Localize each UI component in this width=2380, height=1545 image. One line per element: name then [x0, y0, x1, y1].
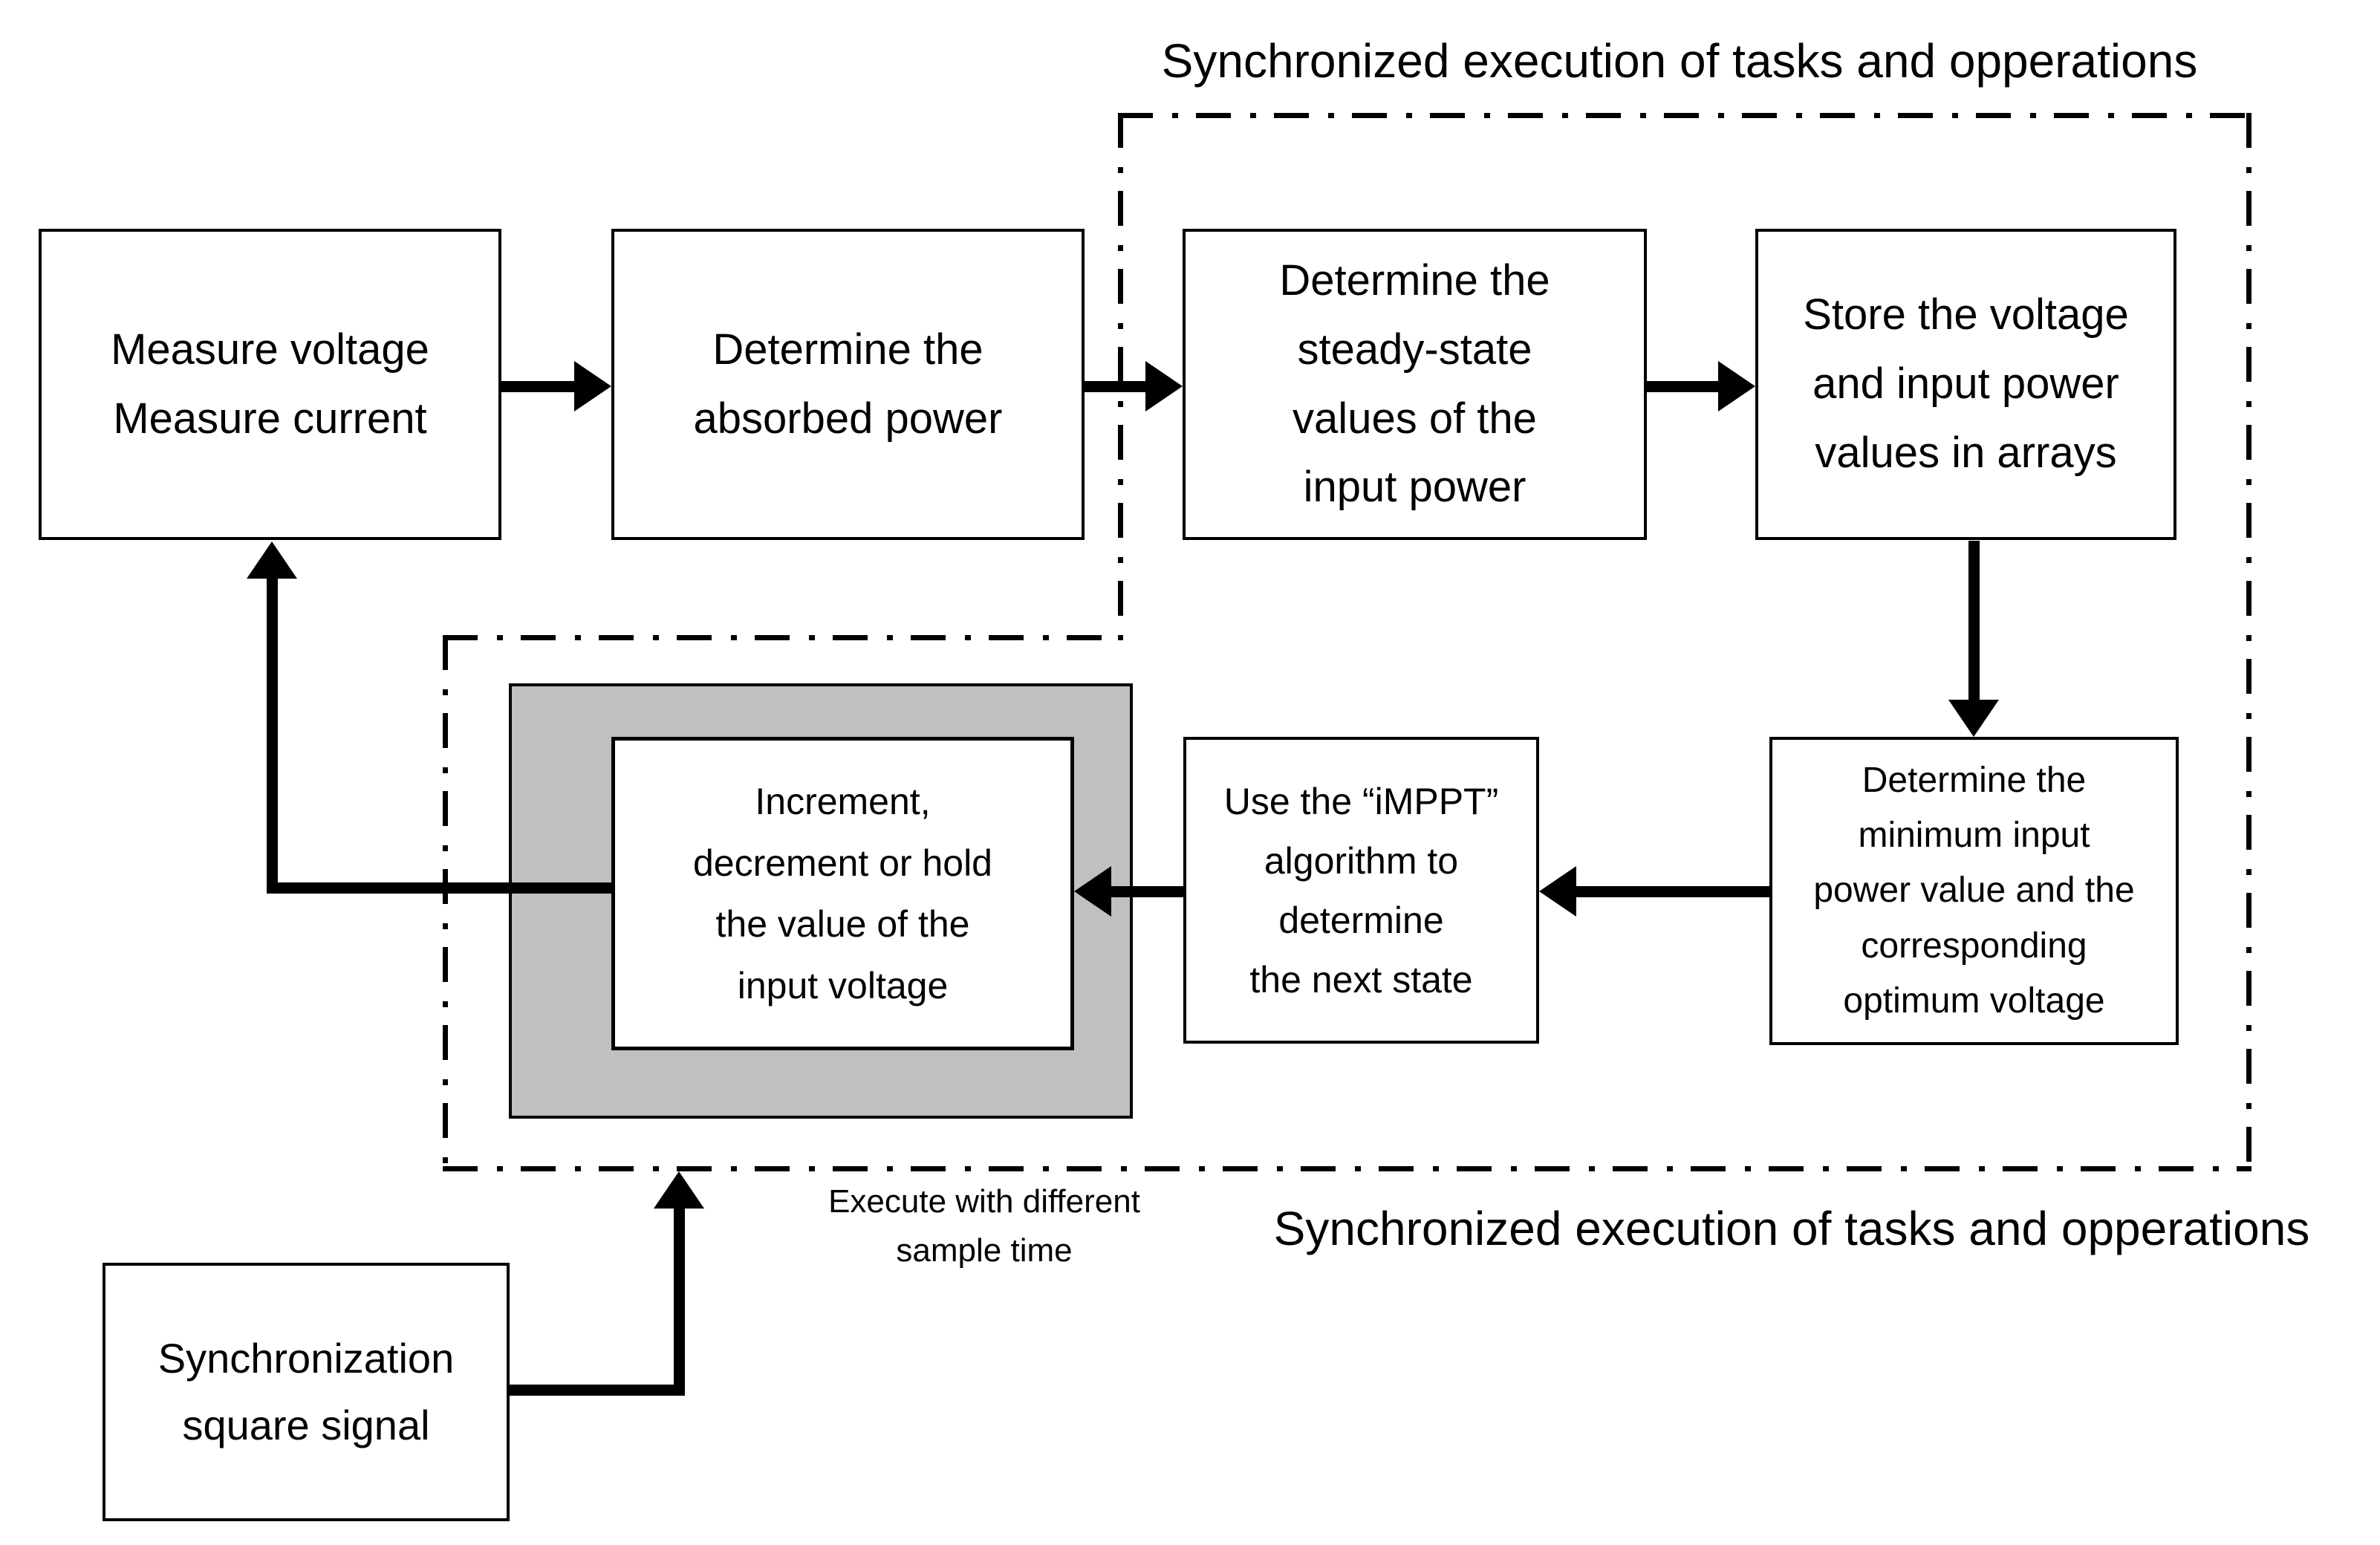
bottom-region-title: Synchronized execution of tasks and oppe… [1273, 1202, 2310, 1255]
arrow-shaft [267, 576, 278, 894]
flow-box-sync-signal: Synchronization square signal [103, 1263, 510, 1521]
flow-box-steady-state: Determine the steady-state values of the… [1183, 229, 1647, 540]
arrow-shaft [510, 1385, 685, 1396]
arrow-shaft [501, 381, 579, 392]
arrowhead-down-icon [1948, 700, 1999, 737]
arrow-shaft [1085, 381, 1150, 392]
flow-box-store-values: Store the voltage and input power values… [1755, 229, 2176, 540]
arrow-shaft [1647, 381, 1721, 392]
arrowhead-right-icon [574, 361, 611, 412]
sync-region-border-top [1118, 113, 2251, 118]
flow-box-minimum-power: Determine the minimum input power value … [1769, 737, 2179, 1045]
flow-box-increment: Increment, decrement or hold the value o… [611, 737, 1074, 1050]
arrowhead-up-icon [247, 541, 297, 579]
sync-region-border-right [2246, 113, 2251, 1171]
sync-region-border-mid [443, 635, 1123, 640]
arrow-shaft [674, 1205, 685, 1396]
arrow-shaft [1110, 886, 1183, 897]
arrowhead-left-icon [1539, 866, 1576, 917]
arrow-shaft [1968, 541, 1980, 703]
arrow-shaft [267, 882, 611, 894]
flow-box-imppt: Use the “iMPPT” algorithm to determine t… [1183, 737, 1539, 1044]
flow-box-absorbed-power: Determine the absorbed power [611, 229, 1085, 540]
arrowhead-right-icon [1718, 361, 1755, 412]
top-region-title: Synchronized execution of tasks and oppe… [1161, 34, 2198, 88]
arrow-shaft [1575, 886, 1769, 897]
sync-region-border-left-upper [1118, 113, 1123, 640]
arrowhead-left-icon [1074, 866, 1111, 917]
sample-time-note: Execute with different sample time [828, 1183, 1140, 1269]
arrowhead-right-icon [1145, 361, 1183, 412]
arrowhead-up-icon [654, 1171, 704, 1209]
sync-region-border-left-lower [443, 635, 448, 1171]
flow-box-measure: Measure voltage Measure current [39, 229, 501, 540]
sync-region-border-bottom [443, 1166, 2251, 1171]
